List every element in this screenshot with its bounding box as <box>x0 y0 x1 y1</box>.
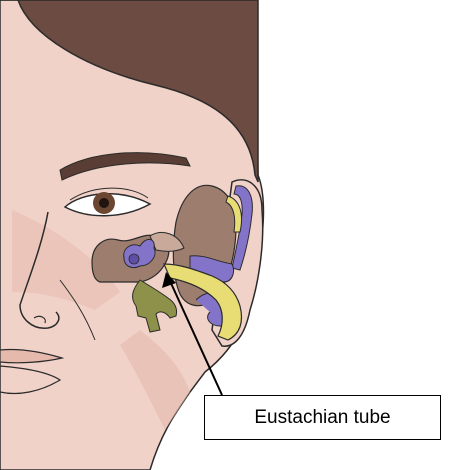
eustachian-tube-label: Eustachian tube <box>254 407 390 429</box>
turbinate-core <box>129 254 139 264</box>
eye-pupil <box>99 198 109 208</box>
label-box: Eustachian tube <box>204 395 441 440</box>
